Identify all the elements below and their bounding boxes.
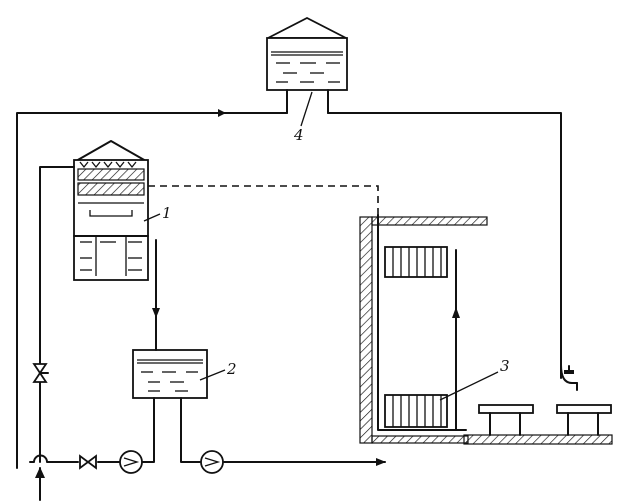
label-4: 4: [293, 126, 304, 144]
label-3: 3: [500, 357, 510, 375]
pump-right-icon: [200, 450, 224, 474]
flow-arrow-down: [152, 308, 160, 318]
supply-pipe: [16, 109, 562, 469]
bottom-pipe: [29, 397, 386, 466]
upper-coil: [384, 246, 448, 278]
lower-coil: [384, 394, 448, 428]
label-1: 1: [162, 204, 172, 222]
floor-platform: [463, 434, 613, 445]
valve-vertical-icon: [32, 363, 49, 383]
tower-feed-pipe: [39, 166, 75, 463]
tap-icon: [560, 364, 578, 391]
collection-tank: 2: [132, 349, 237, 399]
valve-bottom-icon: [79, 454, 97, 470]
stand-left: [478, 404, 534, 436]
flow-arrow-top: [218, 109, 226, 117]
pump-left-icon: [119, 450, 143, 474]
elevated-tank: 4: [266, 16, 348, 144]
spray-nozzles: [79, 161, 137, 169]
flow-arrow-bottom: [376, 458, 386, 466]
inlet-arrow-icon: [35, 467, 45, 501]
label-2: 2: [226, 360, 237, 378]
stand-right: [556, 404, 612, 436]
kiln-chamber: 3: [359, 214, 510, 444]
dashed-line: [148, 185, 379, 215]
cooling-tower: 1: [73, 140, 172, 281]
flow-arrow-up: [452, 307, 460, 318]
